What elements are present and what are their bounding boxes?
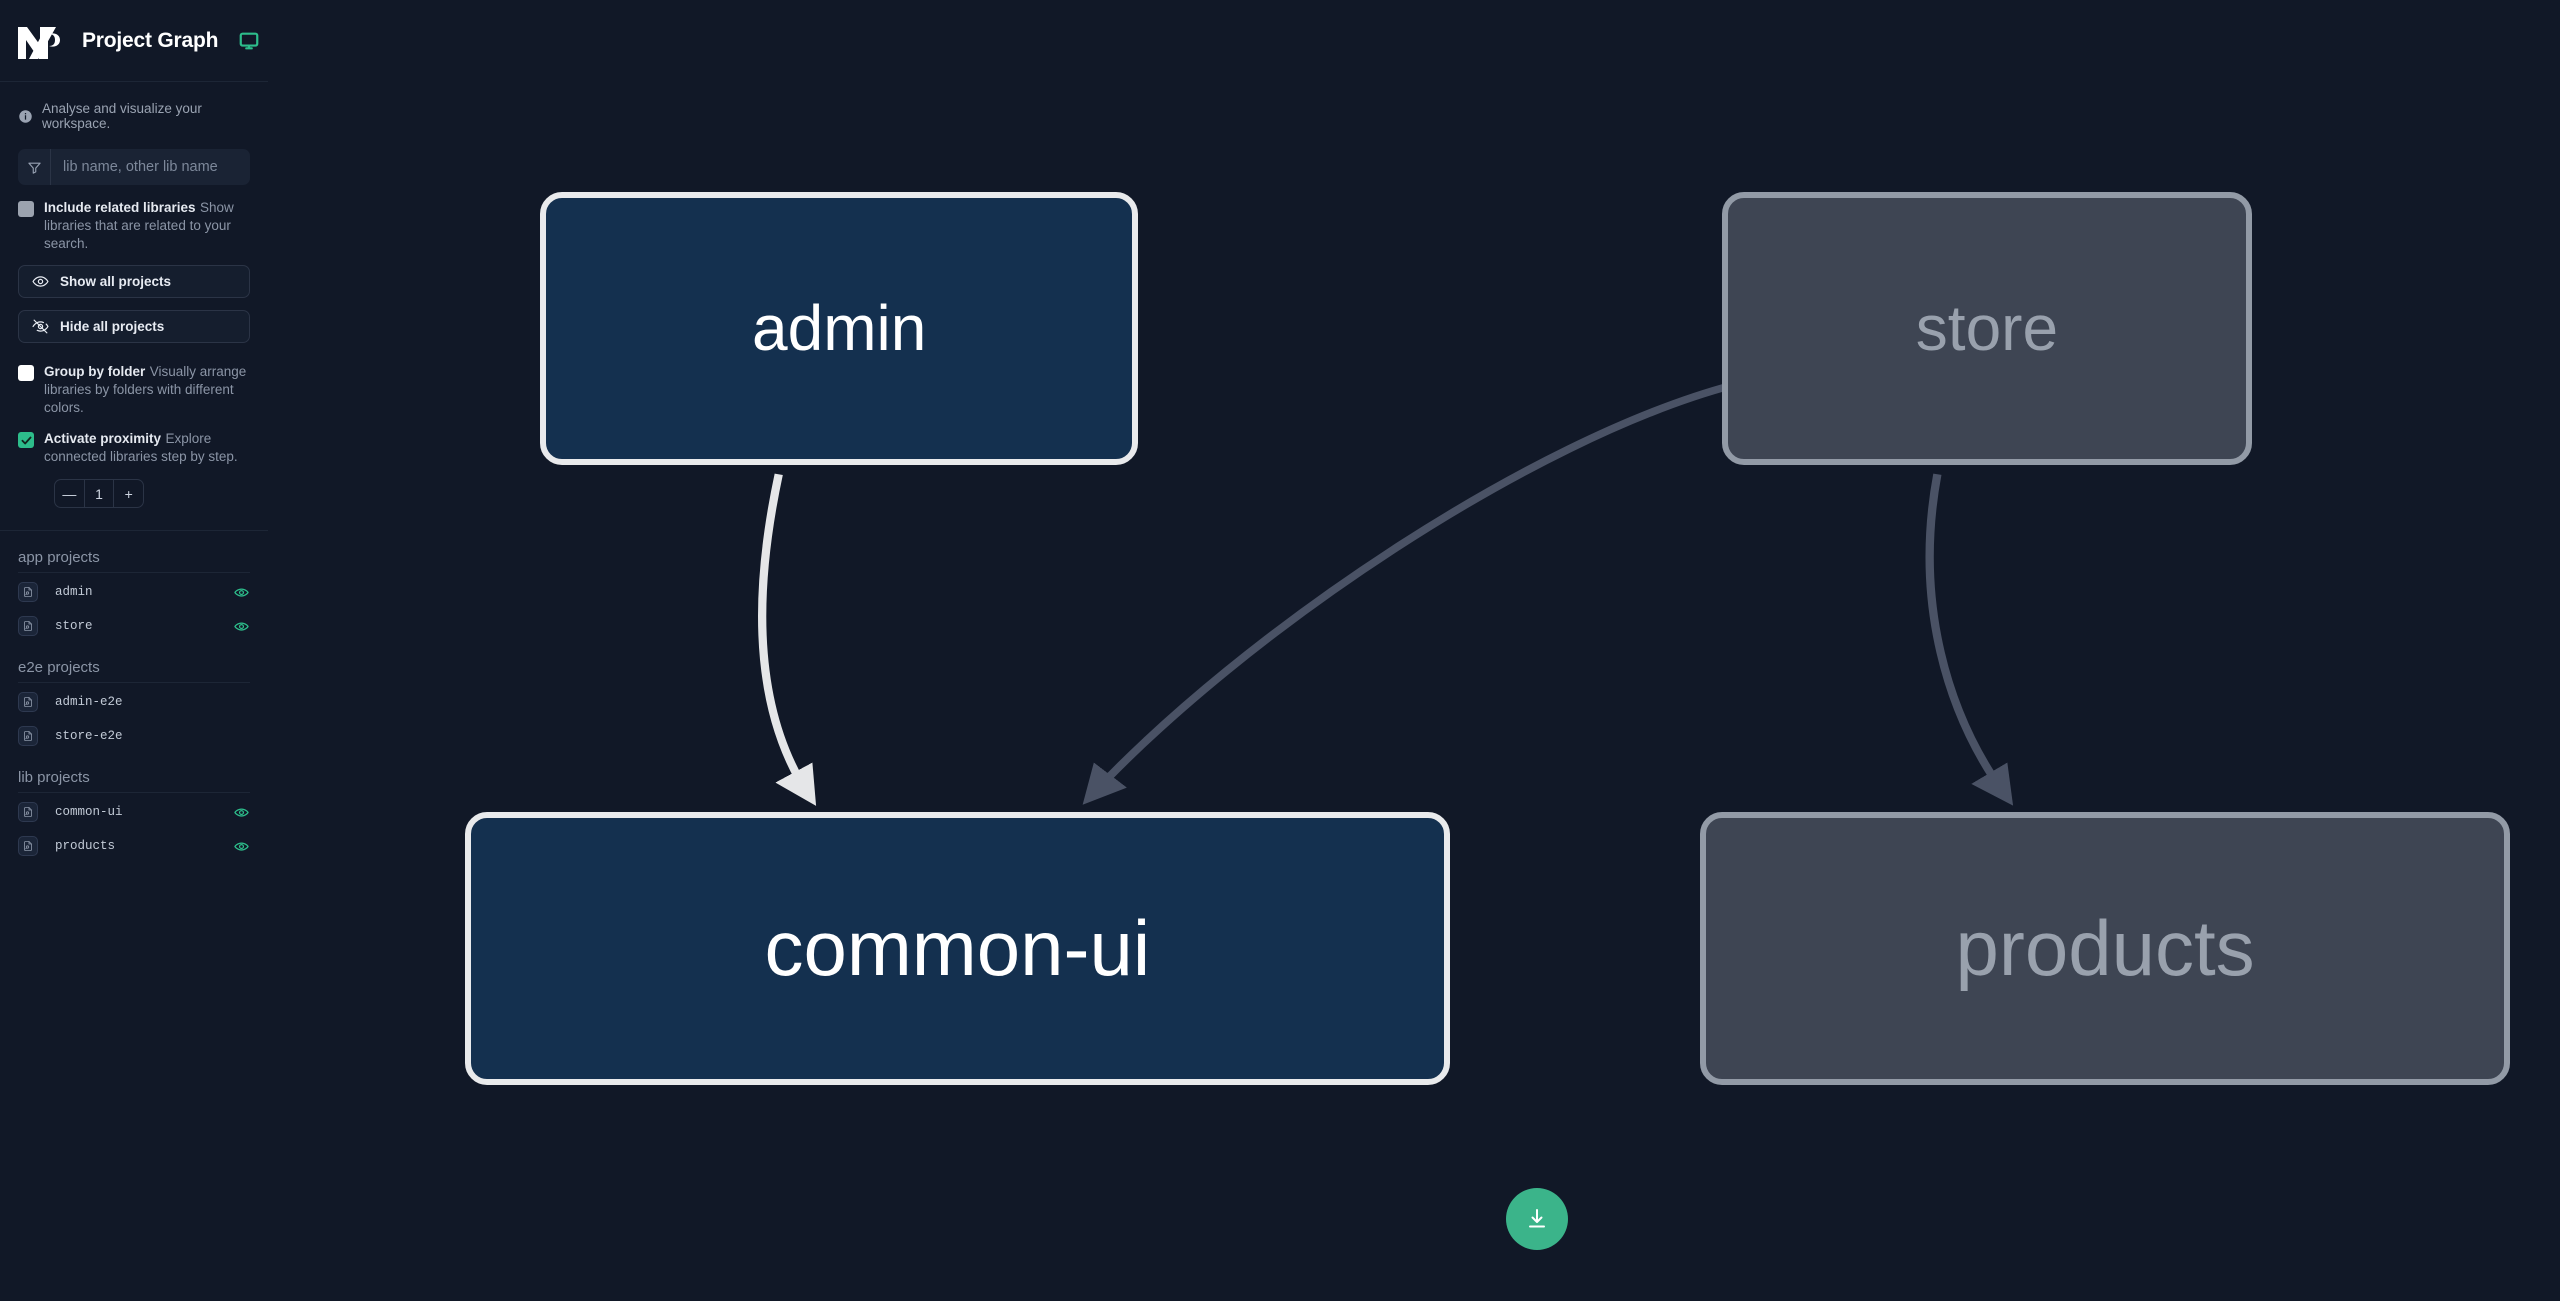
download-icon	[1529, 1209, 1545, 1228]
eye-icon	[32, 276, 49, 287]
project-group: lib projects common-ui products	[0, 769, 268, 861]
search-field[interactable]	[18, 149, 250, 185]
page-title: Project Graph	[82, 28, 219, 52]
project-file-icon	[24, 841, 32, 851]
project-group: e2e projects admin-e2e store-e2e	[0, 659, 268, 751]
info-icon	[18, 109, 33, 124]
project-list-item-store[interactable]: store	[18, 611, 250, 641]
project-file-icon-wrap	[18, 802, 38, 822]
project-file-icon	[24, 731, 32, 741]
hide-all-projects-label: Hide all projects	[60, 319, 165, 334]
project-file-icon	[24, 807, 32, 817]
eye-icon[interactable]	[233, 839, 249, 854]
eye-icon[interactable]	[233, 585, 249, 600]
eye-off-icon	[32, 319, 49, 334]
option-description: Show libraries that are related to your …	[44, 200, 234, 251]
sidebar: Project Graph Analyse and visualize your…	[0, 0, 268, 1301]
project-file-icon-wrap	[18, 582, 38, 602]
project-name: store-e2e	[55, 729, 123, 743]
option-label: Activate proximity	[44, 431, 162, 446]
project-list-item-admin[interactable]: admin	[18, 577, 250, 607]
graph-node-store[interactable]: store	[1721, 191, 2252, 465]
download-graph-button[interactable]	[1506, 1188, 1568, 1250]
project-file-icon-wrap	[18, 726, 38, 746]
option-include-related-libraries[interactable]: Include related libraries Show libraries…	[18, 199, 250, 253]
tagline: Analyse and visualize your workspace.	[0, 82, 268, 131]
project-name: admin	[55, 585, 93, 599]
graph-node-label: products	[1955, 904, 2255, 993]
option-label: Include related libraries	[44, 200, 196, 215]
tagline-text: Analyse and visualize your workspace.	[42, 101, 202, 131]
option-group-by-folder[interactable]: Group by folder Visually arrange librari…	[18, 363, 250, 417]
proximity-increment-button[interactable]: +	[124, 485, 133, 502]
checkbox-group-by-folder[interactable]	[18, 365, 34, 381]
project-name: store	[55, 619, 93, 633]
option-label: Group by folder	[44, 364, 146, 379]
stepper-divider	[113, 480, 115, 507]
graph-node-admin[interactable]: admin	[540, 191, 1139, 465]
graph-node-products[interactable]: products	[1700, 812, 2510, 1085]
option-description: Visually arrange libraries by folders wi…	[44, 364, 247, 415]
sidebar-header: Project Graph	[0, 0, 268, 82]
sidebar-controls: Include related libraries Show libraries…	[0, 131, 268, 508]
nx-logo-icon	[16, 20, 62, 62]
proximity-stepper[interactable]: — 1 +	[54, 479, 144, 508]
project-list-item-common-ui[interactable]: common-ui	[18, 797, 250, 827]
project-group-title: app projects	[18, 549, 250, 573]
edge-admin-to-common-ui	[758, 473, 817, 806]
project-list-item-store-e2e[interactable]: store-e2e	[18, 721, 250, 751]
checkbox-activate-proximity[interactable]	[18, 432, 34, 448]
show-all-projects-button[interactable]: Show all projects	[18, 265, 250, 298]
project-group: app projects admin store	[0, 549, 268, 641]
project-group-title: e2e projects	[18, 659, 250, 683]
hide-all-projects-button[interactable]: Hide all projects	[18, 310, 250, 343]
graph-node-label: common-ui	[764, 904, 1151, 993]
show-all-projects-label: Show all projects	[60, 274, 172, 289]
project-file-icon-wrap	[18, 616, 38, 636]
sidebar-divider	[0, 530, 268, 531]
eye-icon[interactable]	[233, 805, 249, 820]
project-groups: app projects admin store e2e projects admin-…	[0, 531, 268, 861]
edge-store-to-common-ui	[1082, 381, 1735, 805]
eye-icon[interactable]	[233, 619, 249, 634]
graph-node-common-ui[interactable]: common-ui	[464, 812, 1450, 1085]
project-visibility-toggle[interactable]	[232, 619, 250, 634]
checkbox-include-related-libraries[interactable]	[18, 201, 34, 217]
project-visibility-toggle[interactable]	[232, 805, 250, 820]
proximity-value: 1	[95, 485, 103, 502]
project-file-icon-wrap	[18, 692, 38, 712]
project-list-item-products[interactable]: products	[18, 831, 250, 861]
project-file-icon	[24, 587, 32, 597]
project-file-icon	[24, 697, 32, 707]
project-group-title: lib projects	[18, 769, 250, 793]
edge-store-to-products	[1925, 473, 2014, 806]
option-activate-proximity[interactable]: Activate proximity Explore connected lib…	[18, 430, 250, 466]
checkmark-icon	[21, 436, 31, 444]
funnel-icon	[18, 149, 51, 185]
project-visibility-toggle[interactable]	[232, 585, 250, 600]
graph-node-label: store	[1915, 292, 2059, 365]
project-name: products	[55, 839, 116, 853]
option-description: Explore connected libraries step by step…	[44, 431, 238, 464]
project-file-icon	[24, 621, 32, 631]
project-file-icon-wrap	[18, 836, 38, 856]
project-name: common-ui	[55, 805, 123, 819]
graph-canvas[interactable]: admin store common-ui products	[268, 0, 2560, 1301]
stepper-divider	[83, 480, 85, 507]
project-list-item-admin-e2e[interactable]: admin-e2e	[18, 687, 250, 717]
project-visibility-toggle[interactable]	[232, 839, 250, 854]
search-input[interactable]	[51, 149, 250, 185]
graph-node-label: admin	[752, 292, 927, 365]
proximity-decrement-button[interactable]: —	[62, 485, 77, 502]
project-name: admin-e2e	[55, 695, 123, 709]
monitor-icon[interactable]	[238, 30, 260, 52]
